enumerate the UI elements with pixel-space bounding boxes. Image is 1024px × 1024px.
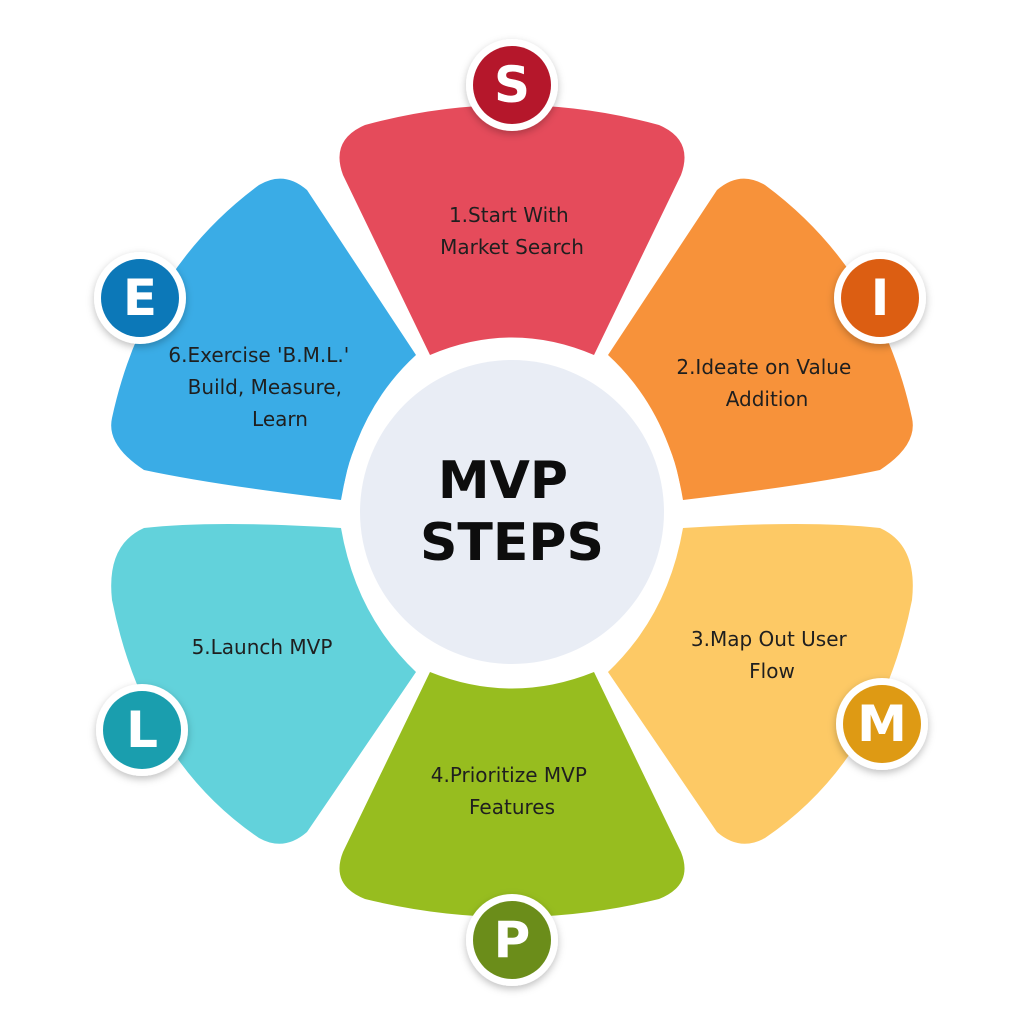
badge-m-letter: M [857,695,907,753]
letter-badges: S I M P L E [94,39,928,986]
step-6-text: 6.Exercise 'B.M.L.' Build, Measure, Lear… [168,343,355,431]
center-title-line-1: MVP [438,451,568,511]
step-3-line-1: 3.Map Out User [691,627,848,651]
badge-i-circle [841,259,919,337]
badge-m-circle [843,685,921,763]
step-4-line-1: 4.Prioritize MVP [431,763,587,787]
step-2-text: 2.Ideate on Value Addition [676,355,857,411]
step-5-petal [111,524,416,844]
step-4-petal [339,672,685,917]
step-1-line-2: Market Search [440,235,584,259]
step-3-text: 3.Map Out User Flow [691,627,853,683]
badge-l: L [96,684,188,776]
step-segment-5: 5.Launch MVP [111,524,416,844]
step-6-petal [111,178,416,501]
step-1-line-1: 1.Start With [449,203,569,227]
step-4-line-2: Features [469,795,555,819]
badge-e-letter: E [123,269,157,327]
step-4-text: 4.Prioritize MVP Features [431,763,594,819]
step-segment-3: 3.Map Out User Flow [608,524,913,844]
badge-s-circle [473,46,551,124]
step-3-petal [608,524,913,844]
center-title: MVP STEPS [420,451,604,573]
step-segment-1: 1.Start With Market Search [339,105,685,355]
step-segments: 1.Start With Market Search 2.Ideate on V… [111,105,913,917]
badge-m: M [836,678,928,770]
badge-i-letter: I [871,269,890,327]
step-6-line-2: Build, Measure, [188,375,342,399]
step-2-line-2: Addition [726,387,809,411]
step-1-text: 1.Start With Market Search [440,203,584,259]
badge-s: S [466,39,558,131]
step-5-text: 5.Launch MVP [192,635,333,659]
badge-s-letter: S [494,56,530,114]
step-2-line-1: 2.Ideate on Value [676,355,851,379]
badge-l-letter: L [126,701,158,759]
center-circle [360,360,664,664]
step-segment-2: 2.Ideate on Value Addition [608,178,913,501]
step-segment-6: 6.Exercise 'B.M.L.' Build, Measure, Lear… [111,178,416,501]
badge-i: I [834,252,926,344]
step-3-line-2: Flow [749,659,795,683]
step-1-petal [339,105,685,355]
step-6-line-3: Learn [252,407,308,431]
badge-p: P [466,894,558,986]
step-6-line-1: 6.Exercise 'B.M.L.' [168,343,349,367]
badge-p-letter: P [494,911,531,969]
badge-l-circle [103,691,181,769]
step-2-petal [608,178,913,501]
badge-e-circle [101,259,179,337]
badge-e: E [94,252,186,344]
step-segment-4: 4.Prioritize MVP Features [339,672,685,917]
step-5-line-1: 5.Launch MVP [192,635,333,659]
center-title-line-2: STEPS [420,513,604,573]
center-hub: MVP STEPS [342,342,682,682]
badge-p-circle [473,901,551,979]
